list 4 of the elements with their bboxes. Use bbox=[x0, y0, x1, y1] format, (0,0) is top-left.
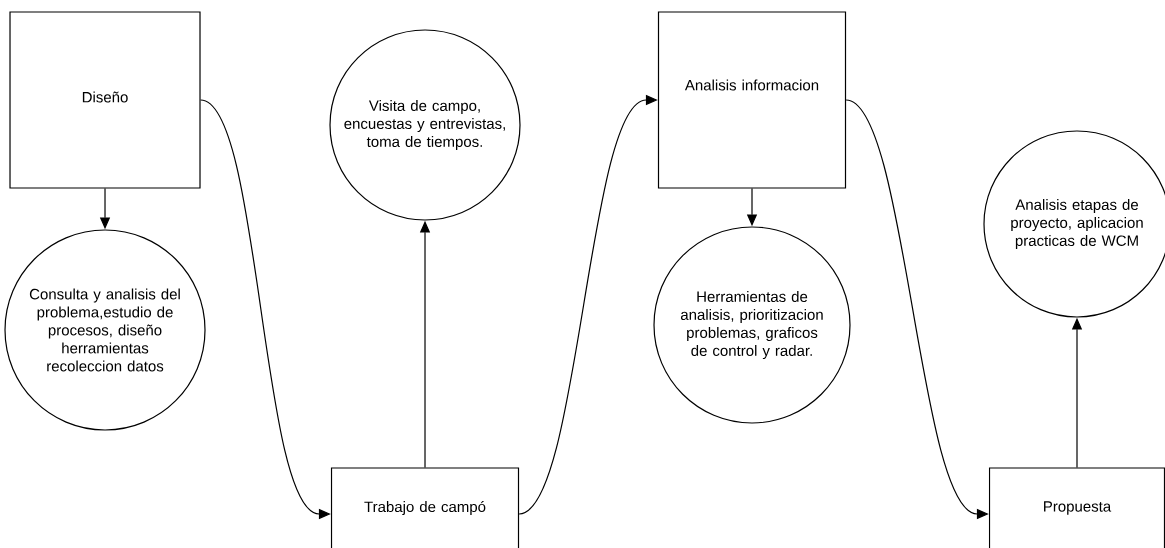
process-box: Analisis informacion bbox=[657, 11, 847, 189]
process-box: Propuesta bbox=[988, 467, 1165, 548]
process-box: Trabajo de campó bbox=[330, 467, 520, 548]
process-box: Diseño bbox=[9, 11, 201, 189]
